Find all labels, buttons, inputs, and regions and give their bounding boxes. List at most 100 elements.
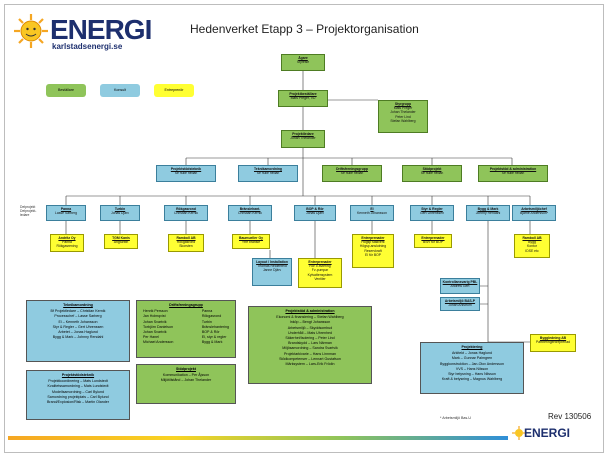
node-styrgrupp-line: Johan Thelander (390, 110, 416, 115)
node-line: Bygg (528, 240, 536, 245)
node-projektbestallare: Projektbeställare Mats Preger, VD (278, 90, 328, 107)
node-title: El (370, 207, 374, 211)
node-teknikamordning: Teknikamordning Se nulle nedan (238, 165, 298, 182)
block-line: Byggkonstruktion – Jan-Olov Andersson (440, 361, 504, 366)
drift-names: Henrik Persson Jan Holmqvist Johan Svart… (143, 309, 173, 345)
node-layout-installation: Layout / Installation Thomas Reidenfeld … (252, 258, 292, 286)
node-title: Driftsfreningsgrupp (336, 167, 368, 171)
node-line: Kylvattensystem (307, 272, 333, 277)
node-projektbestallare-title: Projektbeställare (289, 92, 317, 96)
block-projektstodsteknik: Projektstödsteknik Projektkoordinering –… (26, 370, 130, 420)
node-styrgrupp-line: Stefan Wahlberg (390, 118, 416, 123)
block-title: Teknikamordning (63, 303, 93, 307)
node-styrgrupp-title: Styrgrupp (394, 102, 412, 106)
node-line: Johnny Rendahl (475, 211, 501, 216)
node-arbetsmiljochef: Arbetsmiljöchef Bjarne Andersson* (512, 205, 556, 221)
node-title: TGM Kanis (112, 236, 130, 240)
node-title: Andritz Oy (58, 236, 76, 240)
block-projektering: Projektering Arkitekt – Jonas Haglund Ma… (420, 342, 524, 394)
block-line: Inköp – Bengt Johansson (289, 320, 331, 325)
node-agare-title: Ägare (298, 56, 308, 60)
node-styrgrupp-line: Mats Preger (393, 106, 413, 111)
node-title: Projektstödsteknik (170, 167, 202, 171)
node-line: IDSE etc (525, 248, 539, 253)
block-driftsgrupp: Driftsfreningsgrupp Henrik Persson Jan H… (136, 300, 236, 358)
legend-bestallare: Beställare (46, 84, 86, 97)
block-line: VVS – Hans Nilsson (455, 366, 489, 371)
block-title: Projektstödsteknik (61, 373, 95, 377)
block-title: Driftsfreningsgrupp (169, 303, 203, 307)
footnote: * Arbetsmiljö Bas-U (440, 416, 471, 420)
node-kontrollansvarig: Kontrollansvarig PBL Andrew Gert (440, 278, 480, 294)
node-title: Ramboll AB (176, 236, 196, 240)
drift-area: Panna (201, 309, 213, 314)
node-panna: Panna Lasse Sarberg (46, 205, 86, 221)
block-line: Styr & Regler – Gert Uhrenssen (52, 324, 104, 329)
node-title: Bygg & Mark (477, 207, 499, 211)
delprojekt-label-line: ledare (20, 213, 30, 218)
block-line: Brand/Explosion/Risk – Martin Olander (47, 400, 109, 405)
drift-area: Bygg & Mark (201, 340, 223, 345)
block-line: Kvalitetssamordning – Mats Lundstedt (47, 384, 109, 389)
node-entreprenader-bsr: Entreprenader BSR för BOP (414, 234, 452, 248)
node-line: Christian Kernik (174, 211, 198, 216)
node-byggledning: Byggledning AB Partneringentreprenad (530, 334, 576, 352)
node-line: Lasse Sarberg (54, 211, 78, 216)
node-line: Bjarne Andersson* (519, 211, 549, 216)
block-stodprojekt: Stödprojekt Kommunikation – Per Åjsson M… (136, 364, 236, 404)
block-line: Kommunikation – Per Åjsson (162, 373, 210, 378)
drift-name: Johan Svartvik (143, 319, 167, 324)
block-line: Miljösamordning – Sandra Svartvik (282, 346, 338, 351)
node-tgm-kanis: TGM Kanis Ångturbin (104, 234, 138, 249)
node-line: Rör o avtering (309, 264, 331, 269)
block-line: Samordning projektplats – Carl Bylund (47, 394, 109, 399)
block-line: Miljötillstånd – Johan Thelander (160, 378, 212, 383)
node-styrgrupp: Styrgrupp Mats Preger Johan Thelander Pe… (378, 100, 428, 133)
block-admin: Projektstöd & administration Ekonomi & f… (248, 306, 372, 384)
node-driftsgrupp: Driftsfreningsgrupp Se nulle nedan (322, 165, 382, 182)
block-line: Arbetet – Jonas Haglund (58, 330, 98, 335)
node-line: El för BOP (364, 252, 382, 257)
node-styr-regler: Styr & Regler Gert Uhrenssen (410, 205, 454, 221)
drift-areas: Panna Rökgasrond Turbin Bränslehantering… (202, 309, 229, 345)
delprojekt-label: Delprojekt Delprojekt- ledare (20, 205, 36, 218)
footer-logo: ENERGI (524, 426, 571, 440)
delprojekt-label-line: Delprojekt (20, 205, 36, 209)
node-entreprenader-el: Entreprenader Högsp ställverk Högsp.ansl… (352, 234, 394, 268)
drift-name: Per Hanel (143, 335, 159, 340)
drift-area: El, styr & regler (201, 335, 227, 340)
drift-name: Jan Holmqvist (143, 314, 166, 319)
node-line: Janne Djärv (262, 268, 282, 273)
drift-area: Rökgasrond (201, 314, 222, 319)
legend-konsult: Konsult (100, 84, 140, 97)
page-title: Hedenverket Etapp 3 – Projektorganisatio… (190, 22, 419, 36)
node-title: Ramboll AB (522, 236, 542, 240)
node-line: Ångturbin (113, 240, 129, 245)
node-line: BSR för BOP (423, 240, 443, 245)
block-line: Processchef – Lasse Sarberg (54, 314, 102, 319)
block-line: Arkitekt – Jonas Haglund (452, 351, 492, 356)
node-title: Arbetsmiljöchef (521, 207, 547, 211)
node-line: Rökgasrond (176, 240, 196, 245)
node-line: Johan Ahlström (448, 303, 472, 308)
block-title: Projektering (461, 345, 483, 349)
node-agare-line: Styrelse (296, 60, 310, 65)
node-projektledare-title: Projektledare (292, 132, 314, 136)
block-line: Mark – Gunnar Palmgren (451, 356, 493, 361)
node-projektbestallare-line: Mats Preger, VD (290, 96, 316, 101)
drift-name: Henrik Persson (143, 309, 168, 314)
block-line: Brandskydd – Lars Närman (288, 341, 332, 346)
block-line: Projektarkivarie – Hans Linnman (284, 351, 336, 356)
block-line: Projektkoordinering – Mats Lundstedt (48, 379, 108, 384)
block-line: Styr belysning – Hans Nilsson (448, 372, 496, 377)
node-ramboll-rokgas: Ramboll AB Rökgasrond Skorsten (168, 234, 204, 252)
node-line: Se nulle nedan (256, 171, 280, 176)
node-bygg-mark: Bygg & Mark Johnny Rendahl (466, 205, 510, 221)
node-title: Arbetsmiljö BAS-P (444, 299, 476, 303)
block-line: Stödkompetenser – Lennart Gustafson (279, 356, 341, 361)
node-line: Thomas Reidenfeld (257, 264, 287, 269)
node-line: Andrew Gert (450, 284, 470, 289)
node-agare: Ägare Styrelse (281, 54, 325, 71)
block-line: Underhåll – Mats Uhrenhed (288, 330, 332, 335)
node-line: Rökgasrening (56, 244, 78, 249)
